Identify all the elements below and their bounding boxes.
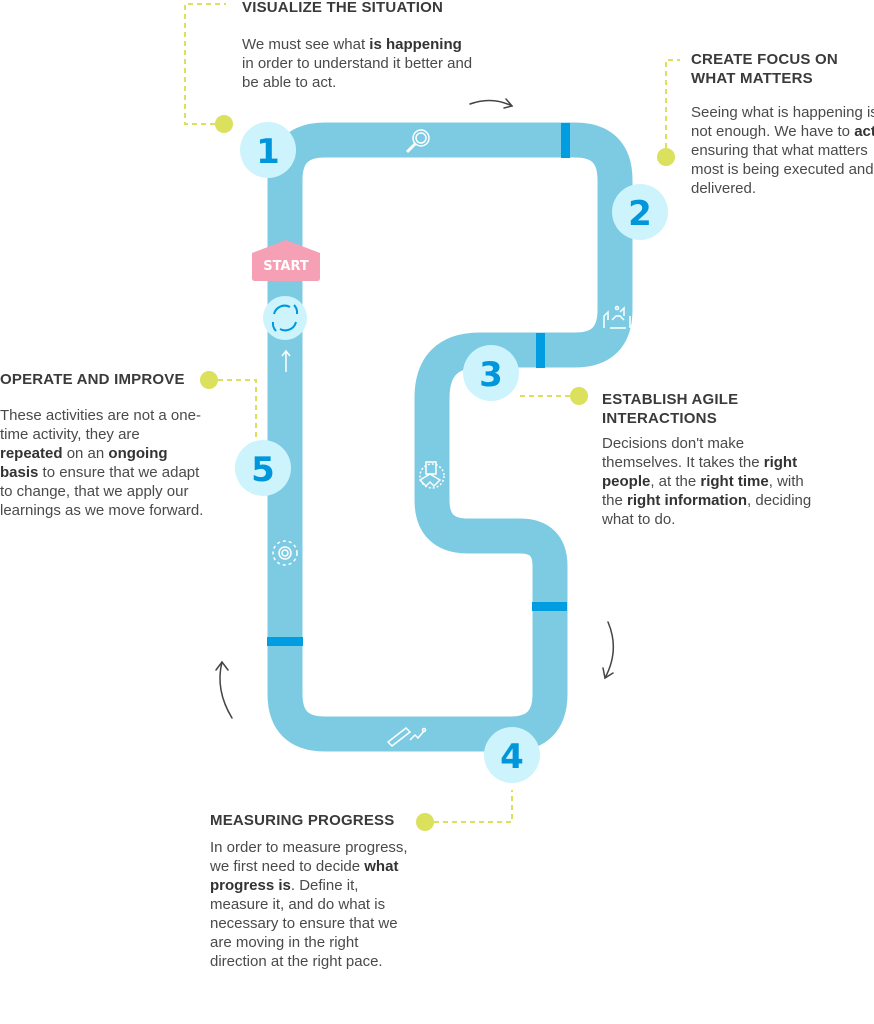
- marker: [267, 637, 303, 646]
- emphasis-text: repeated: [0, 445, 63, 462]
- dot: [215, 115, 233, 133]
- step-number: 2: [628, 194, 652, 234]
- connector-2: [665, 59, 680, 157]
- step-text: We must see what is happening in order t…: [242, 35, 477, 92]
- step-title: ESTABLISH AGILE INTERACTIONS: [602, 391, 739, 427]
- emphasis-text: act: [854, 123, 874, 140]
- text-segment: We must see what: [242, 36, 370, 53]
- ruler-chart-icon: [386, 727, 427, 747]
- connector-dots: [200, 115, 675, 831]
- handshake-icon: [418, 461, 445, 489]
- text-segment: in order to understand it better and be …: [242, 55, 473, 91]
- emphasis-text: right information: [627, 492, 748, 509]
- step-number: 5: [251, 450, 275, 490]
- marker: [536, 333, 545, 368]
- connector-5: [209, 379, 257, 440]
- step-3-description: ESTABLISH AGILE INTERACTIONS Decisions d…: [602, 390, 822, 529]
- track-markers: [267, 123, 570, 646]
- step-title: MEASURING PROGRESS: [210, 812, 395, 829]
- marker: [561, 123, 570, 158]
- step-4-description: MEASURING PROGRESS In order to measure p…: [210, 811, 415, 971]
- emphasis-text: ongoing basis: [0, 445, 168, 481]
- step-title: OPERATE AND IMPROVE: [0, 371, 185, 388]
- gear-cycle-icon: [272, 540, 298, 566]
- emphasis-text: right time: [700, 473, 769, 490]
- dot: [570, 387, 588, 405]
- text-segment: , ensuring that what matters most is bei…: [691, 142, 874, 197]
- step-2-description: CREATE FOCUS ON WHAT MATTERS Seeing what…: [691, 50, 874, 198]
- text-segment: Decisions don't make themselves. It take…: [602, 435, 764, 471]
- connector-1: [184, 3, 226, 125]
- refresh-icon: [271, 304, 299, 332]
- step-title: CREATE FOCUS ON WHAT MATTERS: [691, 51, 838, 87]
- step-5-description: OPERATE AND IMPROVE These activities are…: [0, 370, 205, 520]
- up-arrow-icon: [281, 349, 291, 372]
- track-path: [267, 122, 633, 752]
- text-segment: on an: [62, 445, 109, 462]
- step-text: These activities are not a one-time acti…: [0, 406, 205, 520]
- text-segment: , with the: [602, 473, 804, 509]
- step-text: Seeing what is happening is not enough. …: [691, 103, 874, 198]
- step-circle-4: 4: [484, 727, 540, 783]
- connector-4: [425, 790, 513, 823]
- flow-arrow-down-icon: [602, 621, 614, 680]
- marker: [532, 602, 567, 611]
- magnifier-icon: [405, 129, 430, 154]
- step-number: 4: [500, 737, 524, 777]
- step-number: 1: [256, 132, 280, 172]
- flow-arrow-right-icon: [469, 98, 514, 109]
- step-1-description: VISUALIZE THE SITUATION We must see what…: [242, 0, 477, 92]
- dot: [200, 371, 218, 389]
- text-segment: , deciding what to do.: [602, 492, 812, 528]
- text-segment: These activities are not a one-time acti…: [0, 407, 201, 443]
- step-title: VISUALIZE THE SITUATION: [242, 0, 443, 16]
- text-segment: to ensure that we adapt to change, that …: [0, 464, 204, 519]
- start-badge: START: [252, 240, 320, 281]
- dot: [657, 148, 675, 166]
- cycle-badge: [263, 296, 307, 340]
- start-label: START: [263, 259, 309, 274]
- text-segment: Seeing what is happening is not enough. …: [691, 104, 874, 140]
- text-segment: , at the: [650, 473, 701, 490]
- emphasis-text: is happening: [369, 36, 462, 53]
- connectors: [184, 3, 680, 823]
- hands-icon: [603, 305, 631, 329]
- step-circle-1: 1: [240, 122, 296, 178]
- text-segment: . Define it, measure it, and do what is …: [210, 877, 398, 970]
- step-number: 3: [479, 355, 503, 395]
- emphasis-text: right people: [602, 454, 798, 490]
- dot: [416, 813, 434, 831]
- flow-arrow-up-icon: [215, 660, 233, 719]
- step-text: In order to measure progress, we first n…: [210, 838, 415, 971]
- text-segment: In order to measure progress, we first n…: [210, 839, 408, 875]
- step-circle-5: 5: [235, 440, 291, 496]
- step-circle-3: 3: [463, 345, 519, 401]
- emphasis-text: what progress is: [210, 858, 399, 894]
- step-circle-2: 2: [612, 184, 668, 240]
- step-text: Decisions don't make themselves. It take…: [602, 434, 822, 529]
